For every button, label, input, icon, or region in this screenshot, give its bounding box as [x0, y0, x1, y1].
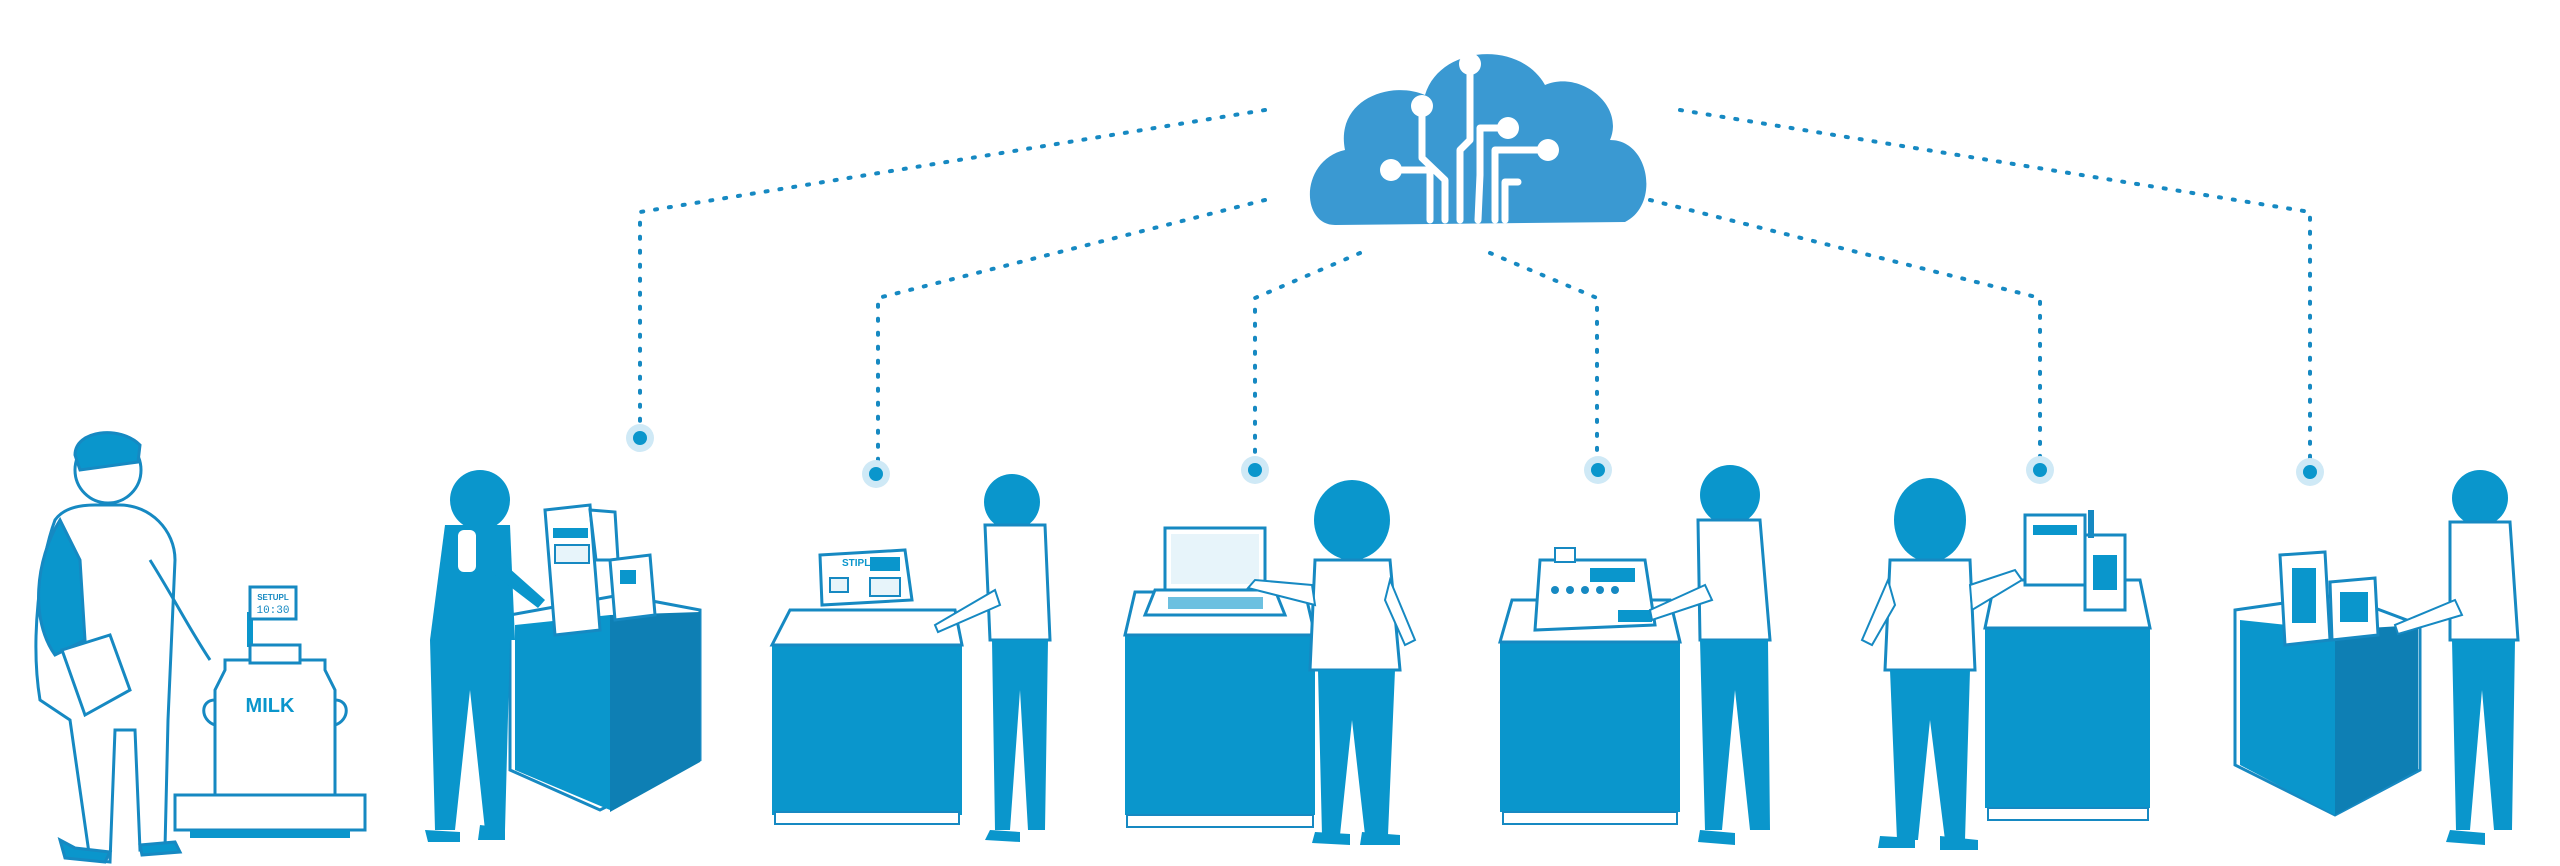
- processor-brand: STIPL: [842, 558, 870, 569]
- display-panel-icon: [2278, 550, 2380, 647]
- operator-3: [1246, 480, 1417, 845]
- node-4: [1584, 456, 1612, 484]
- station-display-panels: [2233, 470, 2520, 845]
- station-testing-machine: [1498, 465, 1772, 845]
- milk-can-icon: MILK: [202, 643, 348, 797]
- data-processor-icon: STIPL: [818, 548, 914, 607]
- scale-time: 10:30: [256, 605, 289, 617]
- station-milk-collection: SETUPL 10:30 MILK: [34, 431, 367, 864]
- node-1: [626, 424, 654, 452]
- node-3: [1241, 456, 1269, 484]
- test-machine-icon: [1533, 547, 1657, 632]
- station-milk-analyzer: [425, 470, 702, 842]
- operator-5: [1860, 478, 2024, 850]
- weighing-scale-icon: SETUPL 10:30: [173, 585, 367, 838]
- cloud-network-icon: [1309, 53, 1647, 226]
- operator-2: [933, 474, 1052, 842]
- station-laptop-terminal: [1123, 480, 1417, 845]
- scale-brand: SETUPL: [257, 593, 289, 602]
- operator-1: [425, 470, 545, 842]
- node-2: [862, 460, 890, 488]
- node-6: [2296, 458, 2324, 486]
- laptop-icon: [1142, 526, 1288, 617]
- operator-6: [2393, 470, 2520, 845]
- connection-nodes: [626, 424, 2324, 488]
- analyzer-machine-icon: [543, 503, 657, 637]
- operator-4: [1648, 465, 1772, 845]
- farmer-figure: [34, 431, 212, 864]
- milk-can-label: MILK: [246, 695, 295, 717]
- connection-lines: [638, 108, 2312, 462]
- node-5: [2026, 456, 2054, 484]
- station-data-processor: STIPL: [769, 474, 1052, 842]
- station-dispenser-unit: [1860, 478, 2152, 850]
- dispenser-icon: [2023, 510, 2127, 612]
